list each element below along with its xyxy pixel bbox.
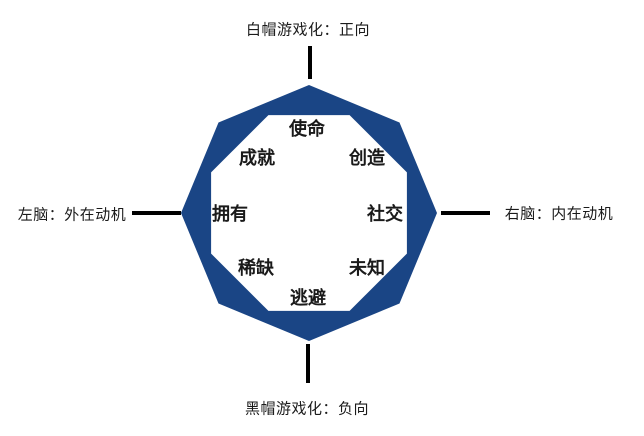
core-drive-label-social: 社交 [367,204,403,224]
core-drive-label-unpredictability: 未知 [349,258,385,278]
core-drive-label-avoidance: 逃避 [290,288,326,308]
axis-label-right-brain: 右脑：内在动机 [504,205,614,223]
axis-label-white-hat: 白帽游戏化：正向 [245,21,371,39]
core-drive-label-mission: 使命 [289,119,325,139]
core-drive-label-ownership: 拥有 [212,204,248,224]
core-drive-label-creativity: 创造 [349,148,385,168]
axis-label-left-brain: 左脑：外在动机 [17,206,127,224]
core-drive-label-accomplishment: 成就 [239,148,275,168]
core-drive-label-scarcity: 稀缺 [238,258,274,278]
octagon-inner-face [211,115,407,311]
axis-label-black-hat: 黑帽游戏化：负向 [244,400,370,418]
